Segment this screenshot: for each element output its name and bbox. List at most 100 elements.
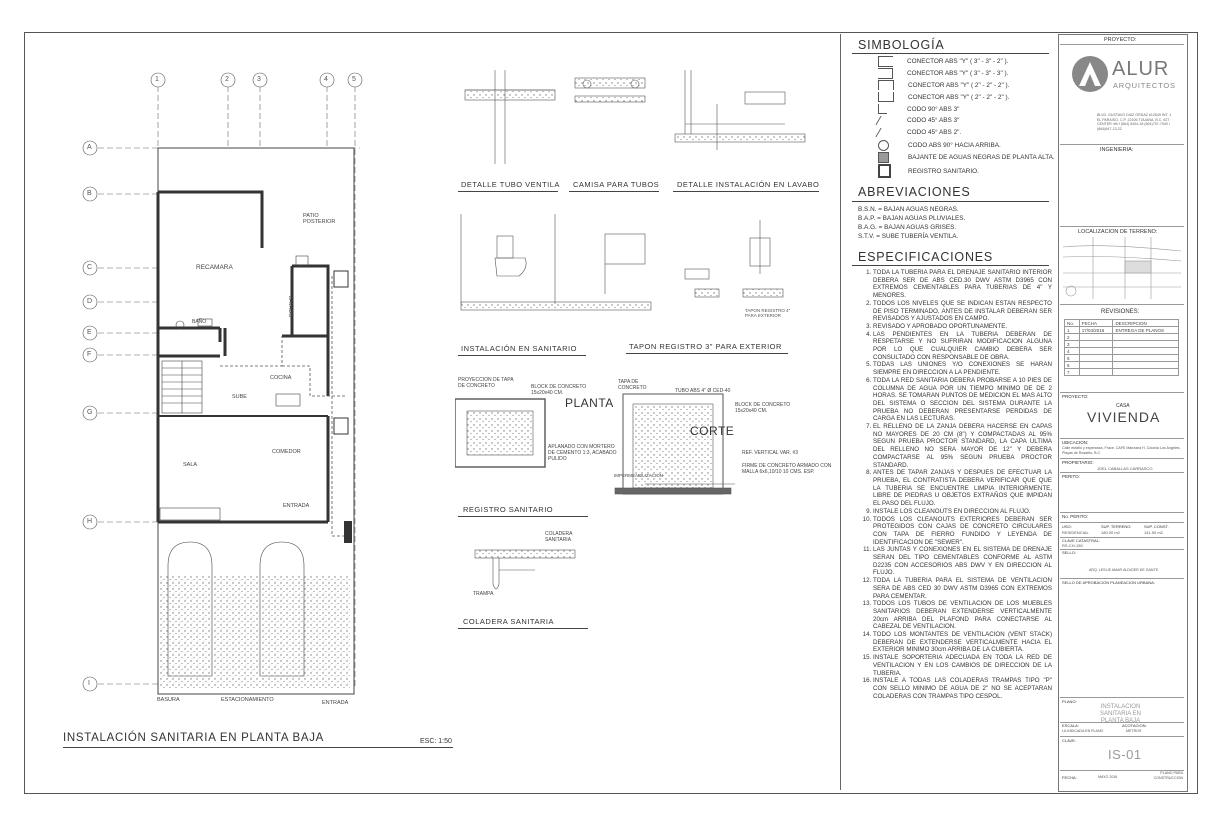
spec-item: TODA LA TUBERIA PARA EL SISTEMA DE VENTI… xyxy=(873,577,1052,600)
tb-rule-14 xyxy=(1060,697,1184,698)
spec-item: TODOS LOS NIVELES QUE SE INDICAN ESTAN R… xyxy=(873,300,1052,323)
tb-fecha-label: FECHA: xyxy=(1062,775,1077,780)
rev-no: 1 xyxy=(1064,326,1080,334)
spec-item: INSTALE SOPORTERIA ADECUADA EN TODA LA R… xyxy=(873,654,1052,677)
tb-rule-2 xyxy=(1060,144,1184,145)
tb-proyecto-label: PROYECTO: xyxy=(1104,37,1137,43)
logo-subtitle: ARQUITECTOS xyxy=(1113,81,1176,90)
detail-rule-6 xyxy=(458,516,588,517)
sym-label-1: CONECTOR ABS "Y" ( 3" - 3" - 2" ). xyxy=(907,58,1009,65)
tb-clave-label: CLAVE CATASTRAL: xyxy=(1062,538,1101,543)
tb-sup-terreno: 180.00 m2 xyxy=(1101,530,1120,535)
spec-item: LAS JUNTAS Y CONEXIONES EN EL SISTEMA DE… xyxy=(873,546,1052,577)
sym-row-6: CODO 45° ABS 3" xyxy=(875,116,959,125)
grid-col-4: 4 xyxy=(324,76,328,83)
rev-no: 2 xyxy=(1064,333,1080,341)
grid-row-i: I xyxy=(88,680,90,687)
sym-row-9: BAJANTE DE AGUAS NEGRAS DE PLANTA ALTA. xyxy=(878,152,1055,163)
abreviaciones-rule xyxy=(852,201,1049,202)
grid-row-h: H xyxy=(87,518,93,525)
tb-clave: RS-CH-150 xyxy=(1062,543,1083,548)
tb-clave2-label: CLAVE: xyxy=(1062,738,1076,743)
spec-item: TODA LA TUBERIA PARA EL DRENAJE SANITARI… xyxy=(873,269,1052,300)
note-tubo: TUBO ABS 4" Ø CED-40 xyxy=(675,388,731,394)
sheet-frame xyxy=(24,32,1198,794)
plan-scale: ESC: 1:50 xyxy=(420,738,452,745)
spec-item: TODAS LAS UNIONES Y/O CONEXIONES SE HARA… xyxy=(873,361,1052,376)
room-bano: BAÑO xyxy=(192,319,207,325)
codo-90-icon xyxy=(878,104,887,114)
abrev-4: S.T.V. = SUBE TUBERÍA VENTILA. xyxy=(858,233,959,240)
simbologia-rule xyxy=(852,53,1049,54)
rev-desc: ENTREGA DE PLANOS xyxy=(1112,326,1179,334)
spec-item: TODO LOS MONTANTES DE VENTILACION (VENT … xyxy=(873,631,1052,654)
grid-row-d: D xyxy=(87,298,93,305)
especificaciones-title: ESPECIFICACIONES xyxy=(858,250,994,264)
tb-rule-13 xyxy=(1060,578,1184,579)
rev-h-fecha: FECHA xyxy=(1078,319,1114,327)
spec-item: TODOS LOS TUBOS DE VENTILACION DE LOS MU… xyxy=(873,600,1052,631)
detail-rule-4 xyxy=(458,355,586,356)
tb-plano: INSTALACION SANITARIA EN PLANTA BAJA xyxy=(1100,704,1141,724)
room-comedor: COMEDOR xyxy=(272,449,301,455)
room-estacionamiento: ESTACIONAMIENTO xyxy=(221,697,274,703)
tapon-note: TAPON REGISTRO 4" PARA EXTERIOR xyxy=(745,308,791,318)
tb-perito2-label: No. PERITO: xyxy=(1062,514,1089,519)
tb-ubicacion: Calle estaño y esperanza, Frace. CAFE Ma… xyxy=(1062,446,1181,455)
rev-no: 3 xyxy=(1064,340,1080,348)
detail-title-lavabo: DETALLE INSTALACIÓN EN LAVABO xyxy=(677,180,820,189)
detail-title-coladera: COLADERA SANITARIA xyxy=(463,617,554,626)
tb-plano-para: PLANO PARA CONSTRUCCION xyxy=(1153,771,1183,780)
tb-revisiones-label: REVISIONES: xyxy=(1101,309,1140,315)
registro-icon xyxy=(878,164,891,178)
note-block-2: BLOCK DE CONCRETO 15x20x40 CM. xyxy=(735,402,791,414)
rev-h-desc: DESCRIPCION xyxy=(1112,319,1179,327)
note-aplanado: APLANADO CON MORTERO DE CEMENTO 1:3, ACA… xyxy=(548,444,617,462)
sym-row-8: CODO ABS 90° HACIA ARRIBA. xyxy=(878,140,1001,151)
registro-corte-label: CORTE xyxy=(690,424,735,438)
plan-title: INSTALACIÓN SANITARIA EN PLANTA BAJA xyxy=(63,732,325,744)
tb-escala: LA INDICADA EN PLANO xyxy=(1062,729,1104,733)
note-firme: FIRME DE CONCRETO ARMADO CON MALLA 6x6,1… xyxy=(742,463,832,475)
tb-acot-label: ACOTACION: xyxy=(1122,723,1147,728)
registro-planta-label: PLANTA xyxy=(565,396,614,410)
office-address: BLVD. GUSTAVO DIAZ ORDAZ #12649 INT. 1 E… xyxy=(1097,113,1172,131)
tb-rule-16 xyxy=(1060,736,1184,737)
sym-label-10: REGISTRO SANITARIO. xyxy=(908,167,979,175)
grid-row-b: B xyxy=(87,190,92,197)
grid-row-e: E xyxy=(87,329,92,336)
note-trampa: TRAMPA xyxy=(473,591,494,597)
details-drawing xyxy=(455,70,806,590)
spec-item: TODA LA RED SANITARIA DEBERA PROBARSE A … xyxy=(873,377,1052,423)
room-sube: SUBE xyxy=(232,394,247,400)
tb-uso-label: USO: xyxy=(1062,524,1072,529)
bajante-icon xyxy=(878,152,889,163)
note-coladera: COLADERA SANITARIA xyxy=(545,531,573,543)
location-map xyxy=(1063,237,1181,299)
codo-arriba-icon xyxy=(878,140,889,151)
tb-localizacion-label: LOCALIZACION DE TERRENO: xyxy=(1078,229,1158,235)
tb-plano-label: PLANO: xyxy=(1062,699,1077,704)
spec-item: LAS PENDIENTES EN LA TUBERIA DEBERAN DE … xyxy=(873,331,1052,362)
tb-vivienda: VIVIENDA xyxy=(1087,409,1161,425)
abrev-3: B.A.G. = BAJAN AGUAS GRISES. xyxy=(858,224,957,231)
tb-rule-11 xyxy=(1060,537,1184,538)
detail-rule-7 xyxy=(458,628,588,629)
detail-title-sanitario: INSTALACIÓN EN SANITARIO xyxy=(461,344,577,353)
rev-h-no: No. xyxy=(1064,319,1080,327)
rev-fecha: 17/04/2016 xyxy=(1078,326,1114,334)
grid-col-2: 2 xyxy=(225,76,229,83)
rev-no: 4 xyxy=(1064,347,1080,355)
tb-uso: RESIDENCIAL xyxy=(1062,530,1089,535)
sym-label-2: CONECTOR ABS "Y" ( 3" - 3" - 3" ). xyxy=(907,70,1009,77)
tb-ubicacion-label: UBICACION: xyxy=(1062,440,1089,445)
sym-row-10: REGISTRO SANITARIO. xyxy=(878,164,979,178)
note-proyeccion: PROYECCION DE TAPA DE CONCRETO xyxy=(458,377,514,389)
abrev-2: B.A.P. = BAJAN AGUAS PLUVIALES. xyxy=(858,215,966,222)
tb-sello-label: SELLO: xyxy=(1062,550,1077,555)
title-block xyxy=(1058,34,1188,792)
tb-acot: METROS xyxy=(1126,729,1142,733)
floor-plan-drawing xyxy=(82,72,363,695)
room-lavado: LAVADO xyxy=(287,296,293,318)
